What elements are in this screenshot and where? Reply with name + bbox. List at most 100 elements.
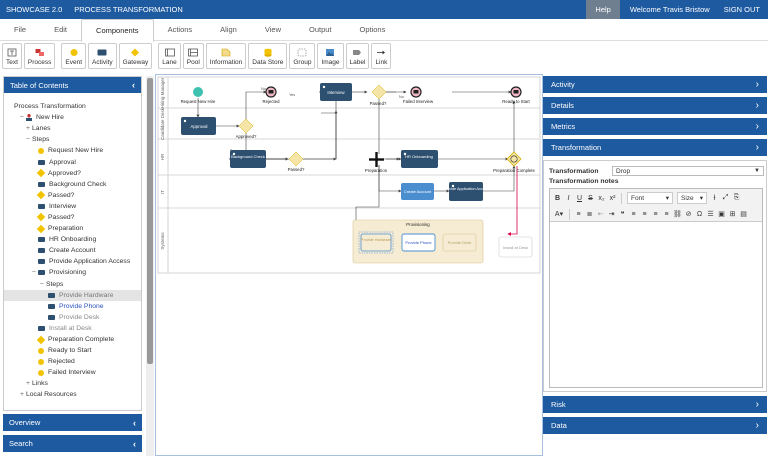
toc-item[interactable]: +Lanes: [4, 123, 141, 134]
table-icon[interactable]: ⊞: [729, 211, 736, 218]
help-button[interactable]: Help: [586, 0, 620, 19]
passed-gateway-2[interactable]: [371, 84, 387, 100]
preparation-complete-gateway[interactable]: [506, 151, 522, 167]
image-insert-icon[interactable]: ▣: [718, 211, 725, 218]
toc-item[interactable]: Request New Hire: [4, 145, 141, 156]
toc-item[interactable]: Install at Desk: [4, 323, 141, 334]
unlink-icon[interactable]: ⊘: [685, 211, 692, 218]
collapse-icon[interactable]: −: [26, 136, 30, 144]
link-icon[interactable]: ⛓: [673, 211, 682, 218]
expand-icon[interactable]: +: [26, 380, 30, 388]
maximize-icon[interactable]: ⤢: [722, 194, 729, 201]
tab-options[interactable]: Options: [359, 25, 386, 34]
toc-item[interactable]: −Steps: [4, 279, 141, 290]
background-check-task[interactable]: [230, 150, 266, 168]
tab-file[interactable]: File: [14, 25, 27, 34]
scrollbar-thumb[interactable]: [147, 78, 153, 364]
event-button[interactable]: Event: [61, 43, 87, 69]
gateway-button[interactable]: Gateway: [118, 43, 153, 69]
metrics-section-header[interactable]: Metrics›: [543, 118, 767, 135]
sign-out-link[interactable]: SIGN OUT: [723, 5, 760, 14]
tab-edit[interactable]: Edit: [54, 25, 68, 34]
subscript-button[interactable]: x₂: [598, 194, 605, 202]
toc-item[interactable]: Provide Application Access: [4, 256, 141, 267]
clear-format-icon[interactable]: Ɨ: [713, 194, 716, 202]
provide-desk-task[interactable]: [442, 233, 477, 252]
provide-application-access-task[interactable]: [449, 182, 483, 201]
toc-item[interactable]: Provide Desk: [4, 312, 141, 323]
activity-section-header[interactable]: Activity›: [543, 76, 767, 93]
font-select[interactable]: Font▾: [627, 192, 673, 204]
toc-item[interactable]: −Steps: [4, 134, 141, 145]
source-icon[interactable]: ⎘: [733, 194, 740, 201]
toc-item[interactable]: Preparation: [4, 223, 141, 234]
toc-item[interactable]: Passed?: [4, 190, 141, 201]
chevron-left-icon[interactable]: ‹: [132, 80, 135, 90]
align-right-icon[interactable]: ≡: [653, 210, 658, 218]
toc-item[interactable]: Provide Hardware: [4, 289, 141, 301]
toc-item[interactable]: HR Onboarding: [4, 234, 141, 245]
superscript-button[interactable]: x²: [609, 194, 616, 202]
transformation-notes-editor[interactable]: B I U S x₂ x² Font▾ Size▾ Ɨ ⤢ ⎘ A▾ ≡ ≣ ⇤…: [549, 188, 763, 388]
underline-button[interactable]: U: [576, 194, 583, 202]
group-button[interactable]: Group: [289, 43, 316, 69]
lane-button[interactable]: Lane: [158, 43, 181, 69]
toc-header[interactable]: Table of Contents ‹: [4, 77, 141, 93]
toc-item[interactable]: Background Check: [4, 179, 141, 190]
request-new-hire-event[interactable]: [193, 87, 203, 97]
activity-button[interactable]: Activity: [88, 43, 117, 69]
toc-item[interactable]: Provide Phone: [4, 301, 141, 312]
left-scrollbar[interactable]: [146, 76, 154, 456]
transformation-select[interactable]: Drop ▼: [612, 166, 764, 176]
provide-hardware-task[interactable]: [360, 233, 392, 252]
details-section-header[interactable]: Details›: [543, 97, 767, 114]
toc-item[interactable]: Failed Interview: [4, 367, 141, 378]
image-button[interactable]: Image: [317, 43, 344, 69]
toc-item[interactable]: Rejected: [4, 356, 141, 367]
justify-icon[interactable]: ≡: [664, 210, 669, 218]
toc-item[interactable]: Process Transformation: [4, 101, 141, 112]
hr-onboarding-task[interactable]: [401, 150, 438, 168]
risk-section-header[interactable]: Risk›: [543, 396, 767, 413]
size-select[interactable]: Size▾: [677, 192, 707, 204]
transformation-section-header[interactable]: Transformation›: [543, 139, 767, 156]
numbered-list-icon[interactable]: ≡: [576, 210, 581, 218]
diagram-canvas[interactable]: Hiring Manager Candidate Desk HR IT Syst…: [155, 74, 543, 456]
interview-task[interactable]: [320, 83, 352, 101]
data-store-button[interactable]: Data Store: [248, 43, 288, 69]
collapse-icon[interactable]: −: [40, 280, 44, 288]
tab-output[interactable]: Output: [308, 25, 332, 34]
text-button[interactable]: Text: [2, 43, 22, 69]
data-section-header[interactable]: Data›: [543, 417, 767, 434]
expand-icon[interactable]: +: [20, 391, 24, 399]
expand-icon[interactable]: +: [26, 125, 30, 133]
toc-item[interactable]: −New Hire: [4, 112, 141, 123]
toc-item[interactable]: Approved?: [4, 168, 141, 179]
tab-view[interactable]: View: [264, 25, 281, 34]
toc-item[interactable]: +Local Resources: [4, 389, 141, 400]
toc-item[interactable]: Ready to Start: [4, 345, 141, 356]
tab-components[interactable]: Components: [81, 19, 154, 42]
toc-item[interactable]: Create Account: [4, 245, 141, 256]
italic-button[interactable]: I: [567, 194, 570, 202]
collapse-icon[interactable]: −: [20, 114, 24, 122]
create-account-task[interactable]: [401, 183, 434, 200]
install-at-desk-task[interactable]: [498, 236, 533, 258]
passed-gateway-1[interactable]: [288, 151, 304, 167]
outdent-icon[interactable]: ⇤: [597, 211, 604, 218]
horizontal-rule-icon[interactable]: ☰: [707, 211, 714, 218]
tab-actions[interactable]: Actions: [167, 25, 193, 34]
paste-icon[interactable]: ▤: [740, 211, 747, 218]
toc-item[interactable]: Passed?: [4, 212, 141, 223]
search-panel-header[interactable]: Search ‹: [3, 435, 142, 452]
align-center-icon[interactable]: ≡: [642, 210, 647, 218]
toc-item[interactable]: −Provisioning: [4, 267, 141, 278]
collapse-icon[interactable]: −: [32, 269, 36, 277]
text-color-icon[interactable]: A▾: [554, 211, 564, 218]
process-button[interactable]: Process: [23, 43, 56, 69]
toc-item[interactable]: Approval: [4, 156, 141, 167]
provide-phone-task[interactable]: [401, 233, 436, 252]
pool-button[interactable]: Pool: [182, 43, 204, 69]
strikethrough-button[interactable]: S: [588, 194, 593, 202]
chevron-left-icon[interactable]: ‹: [133, 417, 136, 428]
